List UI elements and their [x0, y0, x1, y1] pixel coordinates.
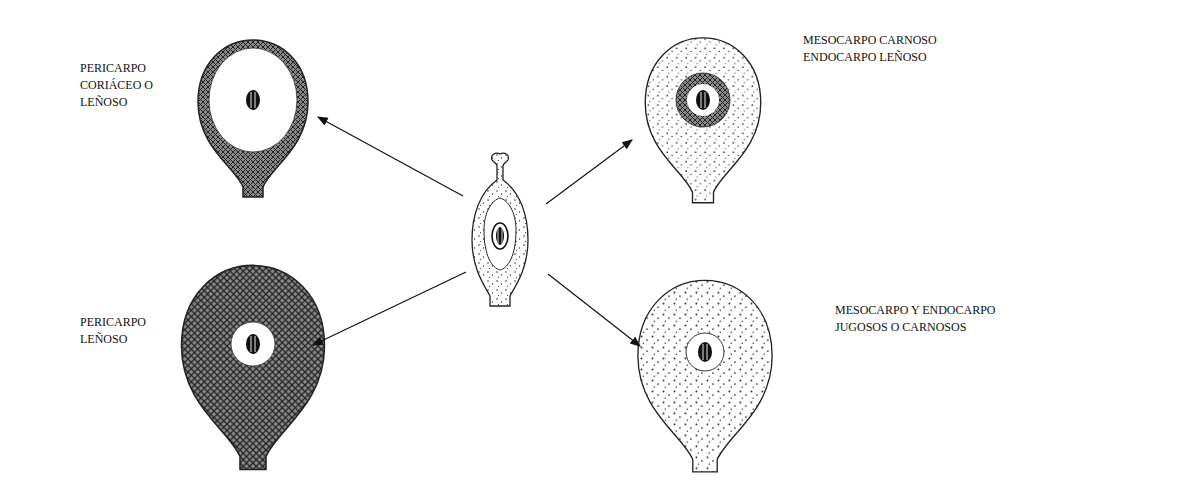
fruit-label: PERICARPO CORIÁCEO O LEÑOSO — [80, 60, 172, 111]
fruit-label: MESOCARPO CARNOSO ENDOCARPO LEÑOSO — [803, 32, 968, 66]
fruit-label: PERICARPO LEÑOSO — [80, 314, 172, 348]
fruit-label: MESOCARPO Y ENDOCARPO JUGOSOS O CARNOSOS — [835, 302, 1040, 336]
